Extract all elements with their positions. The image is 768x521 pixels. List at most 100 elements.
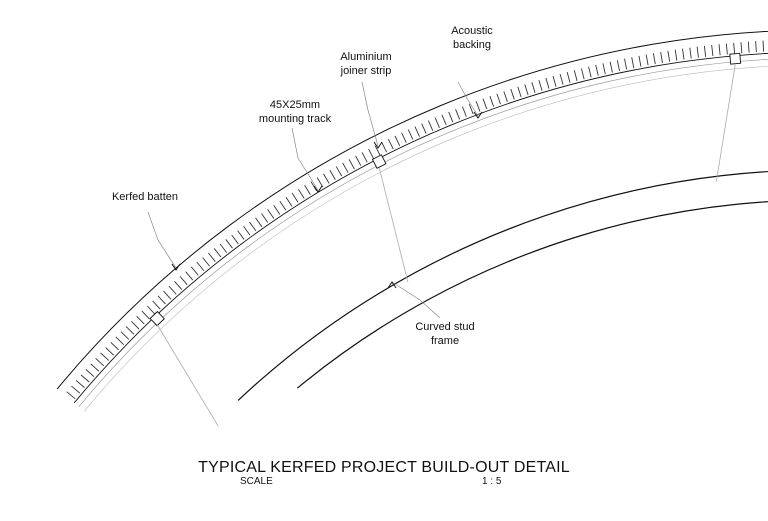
- kerf-tick: [85, 369, 95, 377]
- leader-acoustic: [457, 81, 479, 117]
- label-aluminium-joiner: Aluminium joiner strip: [326, 50, 406, 78]
- kerf-ticks: [66, 40, 765, 400]
- kerf-tick: [329, 169, 336, 180]
- kerf-tick: [66, 391, 76, 400]
- kerf-tick: [660, 51, 663, 63]
- kerf-tick: [674, 49, 678, 61]
- kerf-tick: [219, 243, 228, 253]
- arrowheads: [171, 111, 483, 289]
- kerf-tick: [71, 385, 81, 394]
- kerf-tick: [531, 82, 536, 93]
- kerf-tick: [441, 114, 447, 126]
- kerf-tick: [602, 63, 606, 75]
- stud-frame-inner-arc: [296, 201, 768, 389]
- kerf-tick: [703, 45, 707, 57]
- kerf-tick: [381, 142, 388, 153]
- label-curved-stud-frame: Curved stud frame: [400, 320, 490, 348]
- kerf-tick: [249, 221, 257, 232]
- kerf-tick: [316, 177, 324, 188]
- kerf-tick: [285, 196, 293, 207]
- kerf-tick: [255, 217, 263, 227]
- kerf-tick: [566, 72, 571, 83]
- backing-arc: [83, 66, 768, 412]
- kerf-tick: [335, 166, 343, 177]
- kerf-tick: [115, 336, 125, 345]
- kerf-tick: [696, 46, 699, 58]
- kerf-tick: [273, 204, 281, 215]
- kerf-tick: [168, 285, 177, 295]
- kerf-tick: [80, 374, 90, 383]
- label-line: joiner strip: [340, 65, 392, 77]
- kerf-tick: [455, 109, 461, 120]
- batten-inner-arc: [73, 53, 768, 404]
- label-line: Curved stud: [415, 321, 475, 333]
- stud-frame-outer-arc: [237, 171, 768, 401]
- outer-face-arc: [56, 30, 768, 390]
- kerf-tick: [733, 42, 736, 54]
- kerf-tick: [725, 43, 728, 55]
- kerf-tick: [762, 40, 765, 52]
- kerf-tick: [496, 93, 501, 105]
- kerf-tick: [559, 73, 564, 85]
- arcs: [56, 30, 768, 412]
- kerf-tick: [157, 295, 166, 305]
- label-line: Acoustic: [451, 25, 493, 37]
- leader-lines: [147, 81, 479, 319]
- stud-strut: [715, 64, 736, 182]
- kerf-tick: [517, 86, 522, 98]
- kerf-tick: [616, 60, 620, 72]
- leader-kerfed: [147, 211, 177, 269]
- kerf-tick: [475, 101, 481, 112]
- scale-value: 1 : 5: [482, 476, 502, 487]
- leader-stud: [391, 281, 441, 319]
- kerf-tick: [427, 120, 434, 131]
- kerf-tick: [213, 248, 222, 258]
- kerf-tick: [105, 347, 114, 356]
- kerf-tick: [595, 64, 599, 76]
- mounting-bracket: [371, 154, 387, 169]
- label-mounting-track: 45X25mm mounting track: [250, 98, 340, 126]
- kerf-tick: [711, 44, 714, 56]
- kerf-tick: [342, 162, 349, 173]
- kerf-tick: [174, 280, 183, 290]
- kerf-tick: [291, 192, 299, 203]
- kerf-tick: [196, 261, 205, 272]
- kerf-tick: [573, 70, 578, 82]
- kerf-tick: [538, 80, 543, 91]
- kerf-tick: [414, 126, 420, 137]
- kerf-tick: [638, 55, 642, 67]
- kerf-tick: [394, 135, 401, 146]
- mounting-brackets: [149, 52, 742, 427]
- scale-label: SCALE: [240, 476, 273, 487]
- kerf-tick: [755, 41, 757, 53]
- kerf-tick: [146, 305, 156, 315]
- label-kerfed-batten: Kerfed batten: [100, 190, 190, 204]
- kerf-tick: [624, 58, 628, 70]
- kerf-tick: [682, 48, 685, 60]
- kerf-tick: [90, 363, 100, 372]
- kerf-tick: [190, 266, 199, 276]
- kerf-tick: [125, 326, 135, 335]
- leader-aluminium: [361, 81, 379, 147]
- kerf-tick: [401, 132, 407, 143]
- kerf-tick: [297, 188, 305, 199]
- kerf-tick: [185, 271, 194, 281]
- kerf-tick: [75, 380, 85, 388]
- kerf-tick: [368, 148, 375, 159]
- label-line: Kerfed batten: [111, 191, 179, 203]
- kerf-tick: [208, 252, 216, 262]
- kerf-tick: [110, 341, 119, 351]
- kerf-tick: [434, 117, 440, 128]
- kerf-tick: [552, 75, 557, 87]
- mounting-bracket: [729, 52, 742, 65]
- label-line: Aluminium: [340, 51, 392, 63]
- kerf-tick: [740, 42, 743, 54]
- kerf-tick: [355, 155, 362, 166]
- kerf-tick: [202, 257, 210, 267]
- kerf-tick: [261, 213, 269, 223]
- kerf-tick: [243, 225, 251, 236]
- label-acoustic-backing: Acoustic backing: [432, 24, 512, 52]
- kerf-tick: [120, 331, 130, 340]
- kerf-tick: [489, 96, 495, 107]
